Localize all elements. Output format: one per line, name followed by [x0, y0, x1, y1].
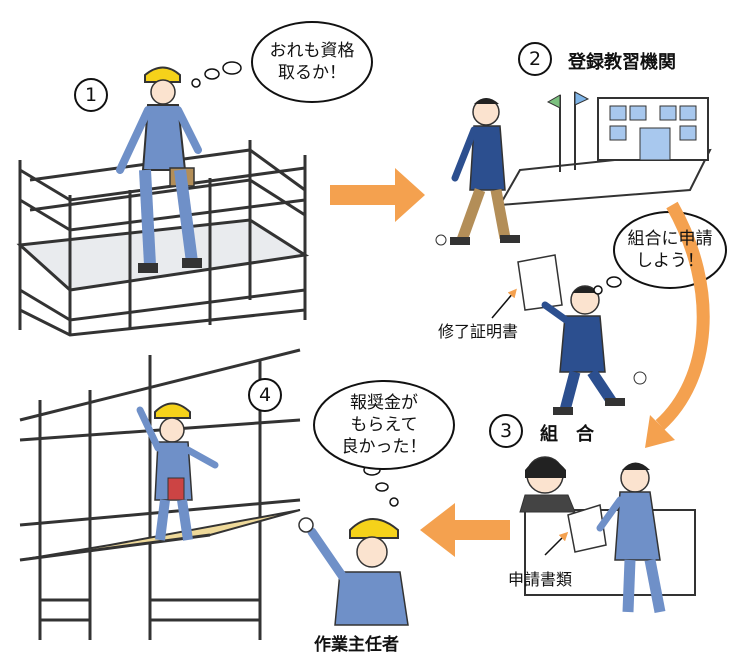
application-papers [567, 504, 607, 553]
thought-line: 良かった！ [341, 437, 427, 457]
doc-pointer [491, 288, 517, 319]
thought-text-1: おれも資格 取るか！ [262, 40, 362, 84]
step-2-title: 登録教習機関 [568, 52, 676, 73]
step-number-4: 4 [248, 378, 282, 412]
pointing-supervisor [298, 517, 409, 626]
step-number-2: 2 [518, 42, 552, 76]
application-papers-label: 申請書類 [508, 570, 573, 589]
helmet-icon [349, 518, 399, 539]
certificate-label: 修了証明書 [438, 322, 519, 341]
flag-icon [546, 94, 561, 109]
step-number-1: 1 [74, 78, 108, 112]
worker-figure-1 [116, 66, 202, 273]
thought-text-4: 報奨金が もらえて 良かった！ [324, 392, 444, 458]
thought-text-3: 組合に申請 しよう！ [618, 228, 722, 272]
flag-icon [574, 91, 590, 106]
step-3-title: 組 合 [540, 424, 594, 445]
flow-arrow-icon [420, 503, 510, 557]
walking-man [435, 98, 520, 246]
panel-1-scaffold-worker [16, 21, 373, 337]
institute-building [498, 91, 712, 207]
mobile-scaffold [16, 140, 310, 337]
flow-arrows [330, 168, 710, 557]
running-man-with-certificate [517, 254, 647, 415]
thought-bubble-4 [313, 380, 455, 507]
papers-pointer [544, 531, 569, 556]
flow-arrow-icon [330, 168, 425, 222]
panel-3-union-application [491, 211, 727, 614]
thought-line: 取るか！ [278, 63, 346, 83]
worker-figure-4 [136, 402, 219, 541]
panel-4-supervisor [19, 348, 455, 640]
thought-line: しよう！ [636, 251, 704, 271]
thought-line: 報奨金が [350, 393, 418, 413]
thought-bubble-1 [191, 21, 373, 103]
thought-line: 組合に申請 [627, 229, 713, 249]
helmet-icon [154, 402, 191, 419]
panel-2-training-institute [435, 91, 712, 246]
helmet-icon [144, 66, 181, 83]
thought-line: もらえて [350, 415, 418, 435]
union-counter [519, 456, 696, 614]
supervisor-caption: 作業主任者 [314, 635, 399, 655]
safety-harness [167, 477, 185, 501]
certificate-paper [517, 254, 563, 311]
step-number-3: 3 [489, 414, 523, 448]
flow-arrow-icon [655, 201, 710, 430]
thought-line: おれも資格 [269, 41, 355, 61]
